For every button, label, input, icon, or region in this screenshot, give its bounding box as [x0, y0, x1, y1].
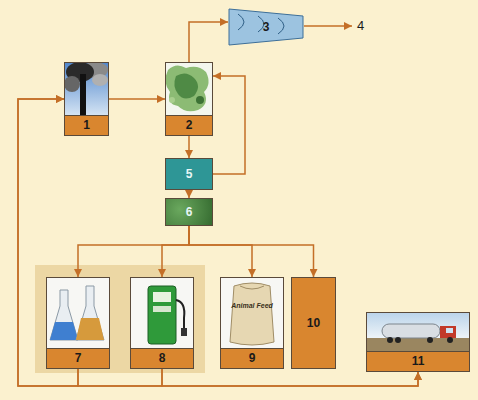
- flow-arrow: [78, 369, 418, 386]
- cab-window: [446, 328, 453, 333]
- product-label: Animal Feed: [225, 302, 279, 310]
- orange-liquid: [76, 318, 104, 340]
- flask-photo: [46, 277, 110, 349]
- wheel: [447, 337, 453, 343]
- feed-photo: [220, 277, 284, 349]
- algae-cell: [196, 96, 204, 104]
- ground: [366, 338, 470, 352]
- flow-arrow: [78, 226, 189, 277]
- truck-photo: [366, 312, 470, 338]
- fuel-pump: [148, 286, 176, 344]
- pump-display: [153, 292, 171, 302]
- algae-blob: [174, 73, 198, 98]
- flow-arrow: [18, 99, 162, 386]
- callout-number: 11: [367, 351, 469, 371]
- smoke: [92, 74, 108, 86]
- flow-arrow: [18, 99, 78, 386]
- wheel: [395, 337, 401, 343]
- product-box: 7: [46, 277, 110, 369]
- algae-photo: [165, 62, 213, 116]
- callout-number: 5: [166, 167, 212, 181]
- callout-number: 2: [166, 115, 212, 135]
- pump-panel: [153, 306, 171, 312]
- compressor-box: 3: [228, 8, 304, 46]
- sack-tie: [240, 286, 264, 289]
- callout-number: 4: [357, 18, 364, 33]
- source-box: 1: [64, 62, 109, 136]
- product-box: 10: [291, 277, 336, 369]
- callout-number: 10: [292, 316, 335, 330]
- callout-number: 8: [131, 348, 193, 368]
- flow-arrow: [189, 226, 252, 277]
- flask: [76, 286, 104, 340]
- transport-box: 11: [366, 312, 470, 372]
- wheel: [387, 337, 393, 343]
- blue-liquid: [50, 322, 78, 340]
- coil-line: [278, 18, 284, 34]
- flask: [50, 290, 78, 340]
- product-box: 8: [130, 277, 194, 369]
- feed-sack: [230, 283, 274, 345]
- algae-blob: [165, 65, 208, 111]
- pump-photo: [130, 277, 194, 349]
- algae-cell: [169, 97, 175, 103]
- flow-arrow: [189, 22, 228, 62]
- flow-arrow: [189, 226, 314, 277]
- product-box: Animal Feed 9: [220, 277, 284, 369]
- callout-number: 9: [221, 348, 283, 368]
- process-box: 2: [165, 62, 213, 136]
- callout-number: 1: [65, 115, 108, 135]
- chimney: [80, 74, 86, 116]
- edge-group: [18, 22, 418, 386]
- coil-line: [238, 14, 244, 30]
- process-box: 5: [165, 158, 213, 190]
- group-band: [35, 265, 205, 373]
- callout-number: 7: [47, 348, 109, 368]
- tanker: [382, 324, 440, 338]
- process-box: 6: [165, 198, 213, 226]
- callout-number: 6: [166, 205, 212, 219]
- flow-arrow: [188, 190, 190, 198]
- pump-nozzle: [181, 328, 187, 336]
- callout-number: 3: [228, 20, 304, 34]
- flow-arrow: [188, 136, 190, 158]
- flow-arrow: [162, 226, 189, 277]
- flow-arrow: [213, 76, 245, 174]
- output-arrow: [304, 25, 352, 27]
- truck-cab: [440, 326, 456, 338]
- compressor-shape: [229, 9, 303, 45]
- smoke: [64, 76, 80, 92]
- wheel: [427, 337, 433, 343]
- pump-hose: [176, 300, 184, 330]
- flow-arrow: [162, 369, 418, 386]
- sky-photo: [64, 62, 109, 116]
- flow-arrow: [109, 98, 165, 100]
